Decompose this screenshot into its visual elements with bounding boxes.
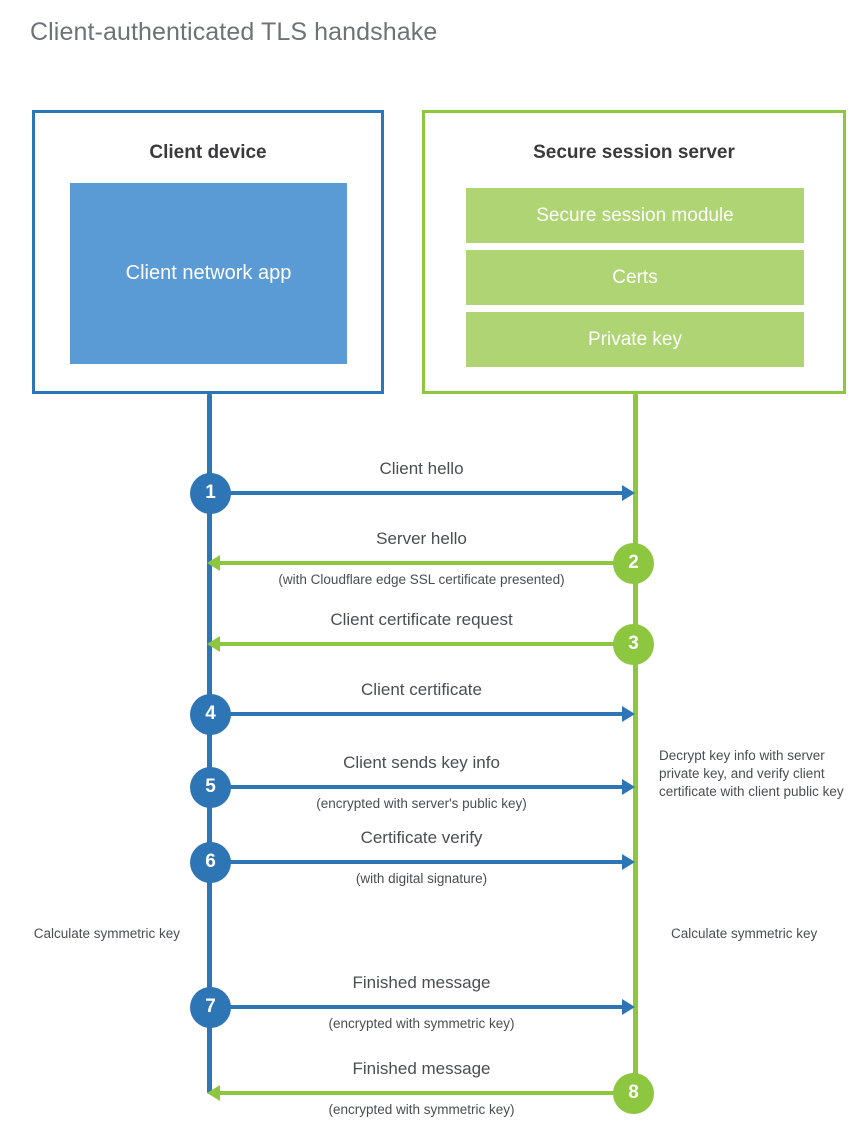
arrow-line-6	[210, 860, 623, 864]
step-sublabel-2: (with Cloudflare edge SSL certificate pr…	[278, 572, 565, 587]
step-label-6: Certificate verify	[360, 828, 483, 847]
client-device-panel: Client device Client network app	[32, 110, 384, 394]
server-lifeline	[633, 394, 638, 1093]
step-marker-5[interactable]: 5	[190, 766, 231, 808]
step-marker-3[interactable]: 3	[613, 623, 654, 665]
arrow-head-right-icon	[622, 854, 635, 870]
arrow-line-2	[220, 561, 623, 565]
step-label-1: Client hello	[379, 459, 464, 478]
arrow-head-left-icon	[207, 636, 220, 652]
step-label-4: Client certificate	[361, 680, 482, 699]
server-bar-secure-session-module: Secure session module	[466, 188, 804, 243]
arrow-line-8	[220, 1091, 623, 1095]
note-calculate-symmetric-key-client: Calculate symmetric key	[33, 926, 180, 941]
arrow-line-4	[210, 712, 623, 716]
page-title: Client-authenticated TLS handshake	[30, 18, 438, 46]
step-label-5: Client sends key info	[343, 753, 500, 772]
step-label-8: Finished message	[352, 1059, 491, 1078]
step-sublabel-6: (with digital signature)	[355, 871, 488, 886]
client-lifeline	[207, 394, 212, 1093]
arrow-head-right-icon	[622, 779, 635, 795]
step-marker-7[interactable]: 7	[190, 986, 231, 1028]
step-label-2: Server hello	[376, 529, 467, 548]
client-device-title: Client device	[149, 142, 267, 163]
step-label-3: Client certificate request	[330, 610, 513, 629]
secure-session-server-title: Secure session server	[533, 142, 735, 163]
arrow-line-5	[210, 785, 623, 789]
arrow-line-3	[220, 642, 623, 646]
step-sublabel-7: (encrypted with symmetric key)	[328, 1016, 515, 1031]
arrow-head-left-icon	[207, 555, 220, 571]
step-marker-4[interactable]: 4	[190, 693, 231, 735]
server-component-list: Secure session module Certs Private key	[466, 188, 804, 374]
arrow-head-right-icon	[622, 485, 635, 501]
arrow-line-1	[210, 491, 623, 495]
server-bar-private-key: Private key	[466, 312, 804, 367]
note-calculate-symmetric-key-server: Calculate symmetric key	[671, 926, 818, 941]
note-server-decrypt: Decrypt key info with server private key…	[659, 748, 844, 799]
step-label-7: Finished message	[352, 973, 491, 992]
arrow-head-left-icon	[207, 1085, 220, 1101]
arrow-head-right-icon	[622, 706, 635, 722]
server-bar-certs: Certs	[466, 250, 804, 305]
step-sublabel-8: (encrypted with symmetric key)	[328, 1102, 515, 1117]
arrow-head-right-icon	[622, 999, 635, 1015]
step-marker-1[interactable]: 1	[190, 472, 231, 514]
secure-session-server-panel: Secure session server Secure session mod…	[422, 110, 846, 394]
step-sublabel-5: (encrypted with server's public key)	[316, 796, 527, 811]
step-marker-2[interactable]: 2	[613, 542, 654, 584]
client-network-app-box: Client network app	[70, 183, 347, 364]
arrow-line-7	[210, 1005, 623, 1009]
step-marker-6[interactable]: 6	[190, 841, 231, 883]
step-marker-8[interactable]: 8	[613, 1072, 654, 1114]
